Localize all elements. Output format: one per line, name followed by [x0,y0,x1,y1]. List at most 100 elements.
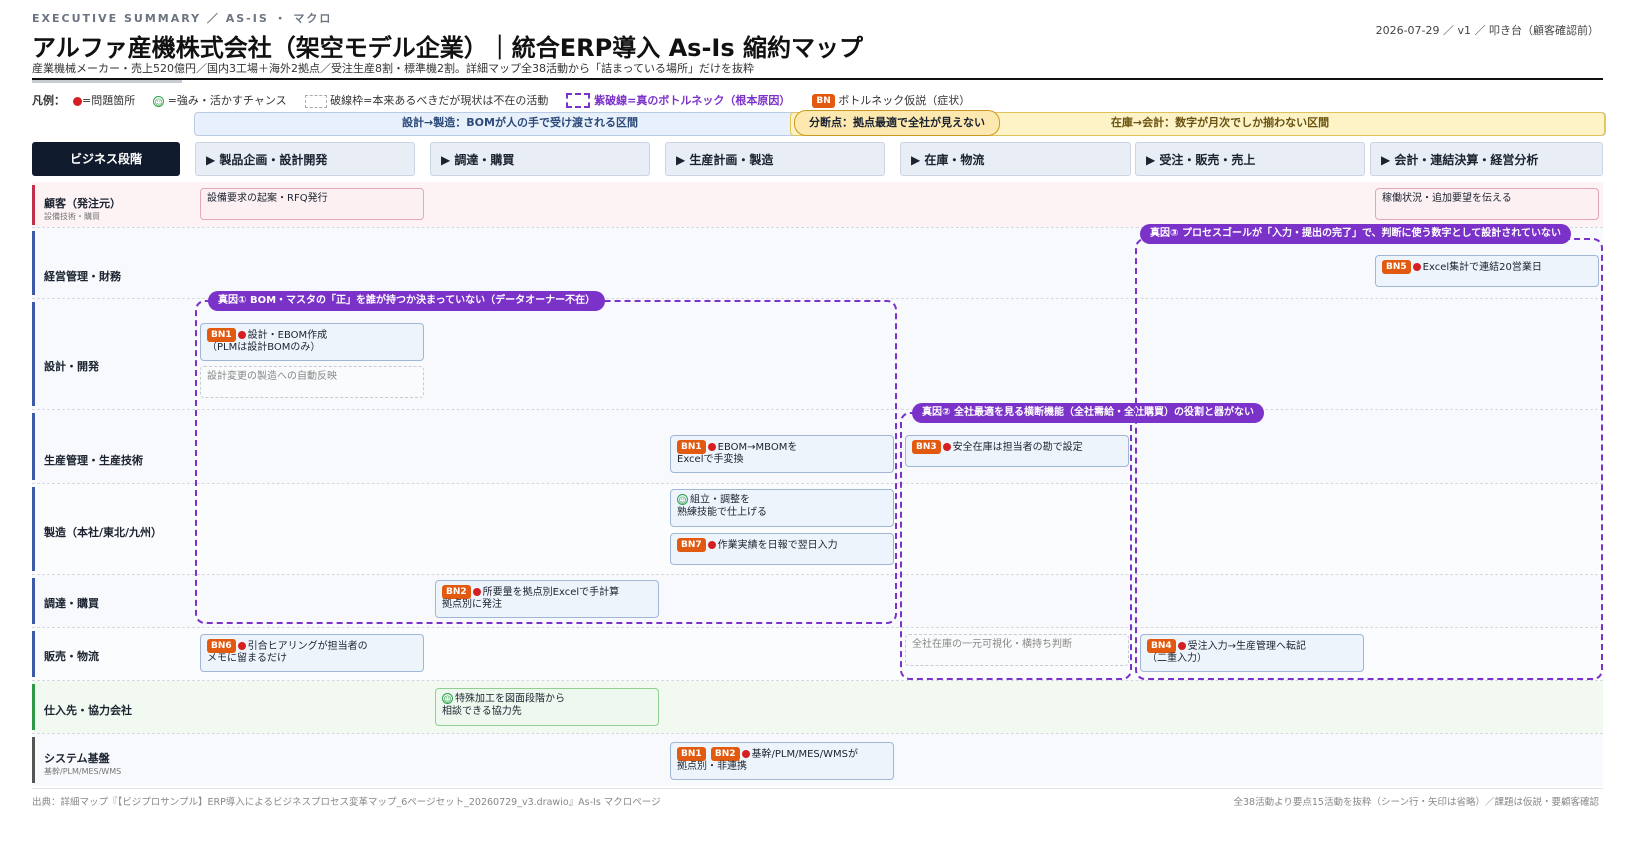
problem-dot-icon [237,331,246,339]
smile-icon: ☺ [153,95,165,107]
header-rule-accent [32,80,182,83]
root-cause-tag-3: 真因③ プロセスゴールが「入力・提出の完了」で、判断に使う数字として設計されてい… [1140,224,1571,244]
phase-inventory: ▶ 在庫・物流 [900,142,1131,176]
legend-strength: ☺ =強み・活かすチャンス [153,94,287,107]
bn-badge: BN2 [710,747,740,761]
root-cause-tag-1: 真因① BOM・マスタの「正」を誰が持つか決まっていない（データオーナー不在） [208,291,606,311]
legend-dashed: 破線枠=本来あるべきだが現状は不在の活動 [304,92,548,108]
legend-purple: 紫破線=真のボトルネック（根本原因） [566,92,790,109]
page-title: アルファ産機株式会社（架空モデル企業）｜統合ERP導入 As-Is 縮約マップ [32,34,863,62]
lane-label-manufacturing: 製造（本社/東北/九州） [44,526,163,539]
split-point-pill: 分断点：拠点最適で全社が見えない [794,110,1000,136]
lane-label-sales: 販売・物流 [44,650,99,663]
bn-badge: BN5 [1382,260,1411,274]
root-cause-zone-3 [1135,238,1603,680]
activity-card-rfq[interactable]: 設備要求の起案・RFQ発行 [200,188,424,220]
problem-dot-icon [942,443,951,451]
problem-dot-icon [73,96,82,106]
lane-label-production-control: 生産管理・生産技術 [44,454,143,467]
missing-activity-design-change[interactable]: 設計変更の製造への自動反映 [200,366,424,398]
lane-sub-customer: 設備技術・購買 [44,212,100,221]
lane-bar-production-control [32,413,35,480]
legend-label: 凡例： [32,94,65,107]
lane-label-system: システム基盤 [44,752,110,765]
footer-rule [32,788,1603,789]
footer-source: 出典：詳細マップ『【ビジプロサンプル】ERP導入によるビジネスプロセス変革マップ… [32,797,661,808]
activity-card-customer-feedback[interactable]: 稼働状況・追加要望を伝える [1375,188,1599,220]
lane-separator [32,733,1603,734]
bn-badge: BN2 [442,585,471,599]
bn-badge: BN6 [207,639,236,653]
lane-separator [32,409,1603,410]
problem-dot-icon [237,642,246,650]
missing-activity-inventory-visibility[interactable]: 全社在庫の一元可視化・横持ち判断 [905,634,1129,666]
lane-bar-manufacturing [32,487,35,571]
phase-sales: ▶ 受注・販売・売上 [1135,142,1365,176]
problem-dot-icon [741,750,750,758]
problem-dot-icon [707,443,716,451]
lane-label-procurement: 調達・購買 [44,597,99,610]
legend-problem: =問題箇所 [73,92,135,108]
lane-bar-system [32,737,35,783]
phase-accounting: ▶ 会計・連結決算・経営分析 [1370,142,1603,176]
phase-procurement: ▶ 調達・購買 [430,142,650,176]
smile-icon: ☺ [677,494,688,505]
lane-separator [32,627,1603,628]
band-blue-label: 設計→製造：BOMが人の手で受け渡される区間 [402,116,638,129]
purple-dashed-box-icon [566,93,591,109]
business-stage-label: ビジネス段階 [32,142,180,176]
header-rule [32,78,1603,80]
root-cause-tag-2: 真因② 全社最適を見る横断機能（全社需給・全社購買）の役割と器がない [912,403,1264,423]
lane-separator [32,574,1603,575]
lane-label-management: 経営管理・財務 [44,270,121,283]
version-meta: 2026-07-29 ／ v1 ／ 叩き台（顧客確認前） [1375,24,1599,37]
eyebrow: EXECUTIVE SUMMARY ／ AS-IS ・ マクロ [32,12,333,25]
lane-bar-sales [32,631,35,677]
bn-badge: BN1 [207,328,236,342]
bn-badge: BN4 [1147,639,1176,653]
lane-bar-suppliers [32,684,35,730]
dashed-box-icon [304,94,327,108]
lane-separator [32,298,1603,299]
lane-separator [32,680,1603,681]
bn-badge: BN1 [677,747,706,761]
band-yellow-label: 在庫→会計：数字が月次でしか揃わない区間 [1110,116,1330,129]
phase-product-design: ▶ 製品企画・設計開発 [195,142,415,176]
legend: 凡例： =問題箇所 ☺ =強み・活かすチャンス 破線枠=本来あるべきだが現状は不… [32,92,970,109]
lane-bar-design [32,302,35,406]
lane-bar-management [32,231,35,295]
lane-label-design: 設計・開発 [44,360,99,373]
lane-label-customer: 顧客（発注元） [44,197,121,210]
phase-production: ▶ 生産計画・製造 [665,142,885,176]
bn-badge: BN3 [912,440,941,454]
page-subtitle: 産業機械メーカー・売上520億円／国内3工場＋海外2拠点／受注生産8割・標準機2… [32,62,754,75]
lane-procurement-bg [32,575,1603,627]
activity-card-supplier-consult[interactable]: ☺特殊加工を図面段階から 相談できる協力先 [435,688,659,726]
problem-dot-icon [1177,642,1186,650]
lane-sub-system: 基幹/PLM/MES/WMS [44,767,122,776]
bn-badge: BN1 [677,440,706,454]
legend-bn: BN ボトルネック仮説（症状） [812,92,970,108]
lane-bar-customer [32,185,35,225]
smile-icon: ☺ [442,693,453,704]
problem-dot-icon [707,541,716,549]
lane-bar-procurement [32,578,35,624]
problem-dot-icon [1412,263,1421,271]
problem-dot-icon [472,588,481,596]
lane-separator [32,483,1603,484]
bn-badge: BN7 [677,538,706,552]
lane-separator [32,227,1603,228]
activity-card-assembly[interactable]: ☺組立・調整を 熟練技能で仕上げる [670,489,894,527]
lane-suppliers-bg [32,681,1603,733]
lane-label-suppliers: 仕入先・協力会社 [44,704,132,717]
bn-badge: BN [812,94,835,108]
